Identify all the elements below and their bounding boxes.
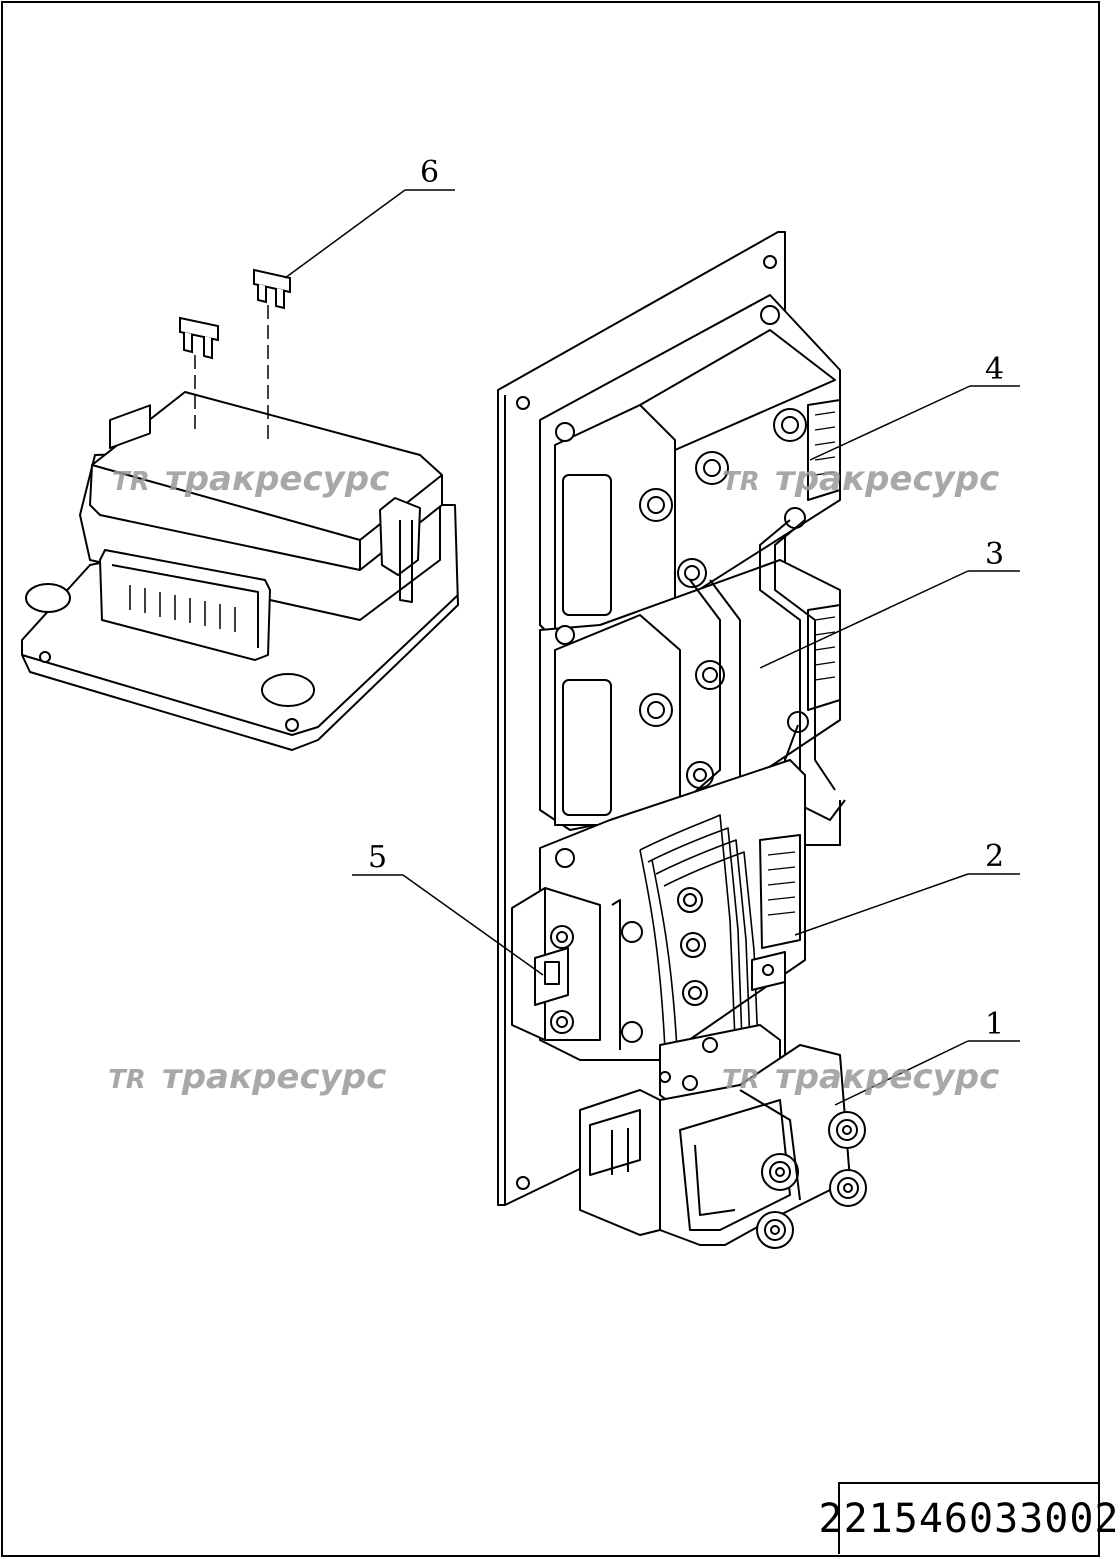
callout-leaders — [284, 189, 1020, 1106]
callout-1: 1 — [985, 1007, 1004, 1042]
watermark-top-right: TR тракресурс — [722, 459, 999, 499]
fuse-upper — [253, 268, 291, 310]
watermark-logo: TR — [112, 467, 150, 497]
watermark-logo: TR — [722, 1065, 760, 1095]
callout-5: 5 — [368, 840, 387, 875]
motor-controller-upper — [539, 294, 841, 641]
callout-6: 6 — [420, 155, 439, 190]
callout-3: 3 — [985, 537, 1004, 572]
fuse-explode-lines — [194, 305, 269, 440]
callout-4: 4 — [985, 352, 1004, 387]
watermark-bottom-left: TR тракресурс — [108, 1057, 386, 1097]
watermark-top-left: TR тракресурс — [112, 459, 389, 499]
watermark-text: тракресурс — [165, 459, 389, 499]
watermark-logo: TR — [108, 1065, 146, 1095]
fuse-lower — [179, 316, 219, 360]
motor-controller-middle — [539, 559, 841, 831]
watermark-logo: TR — [722, 467, 760, 497]
watermark-bottom-right: TR тракресурс — [722, 1057, 999, 1097]
watermark-text: тракресурс — [775, 459, 999, 499]
motor-controller-lower — [539, 759, 806, 1061]
contactor-block — [579, 1024, 867, 1249]
side-bracket — [511, 887, 601, 1041]
watermark-text: тракресурс — [775, 1057, 999, 1097]
controller-module — [21, 391, 459, 751]
watermark-text: тракресурс — [162, 1057, 386, 1097]
drawing-number: 221546033002 — [819, 1482, 1119, 1554]
callout-2: 2 — [985, 839, 1004, 874]
